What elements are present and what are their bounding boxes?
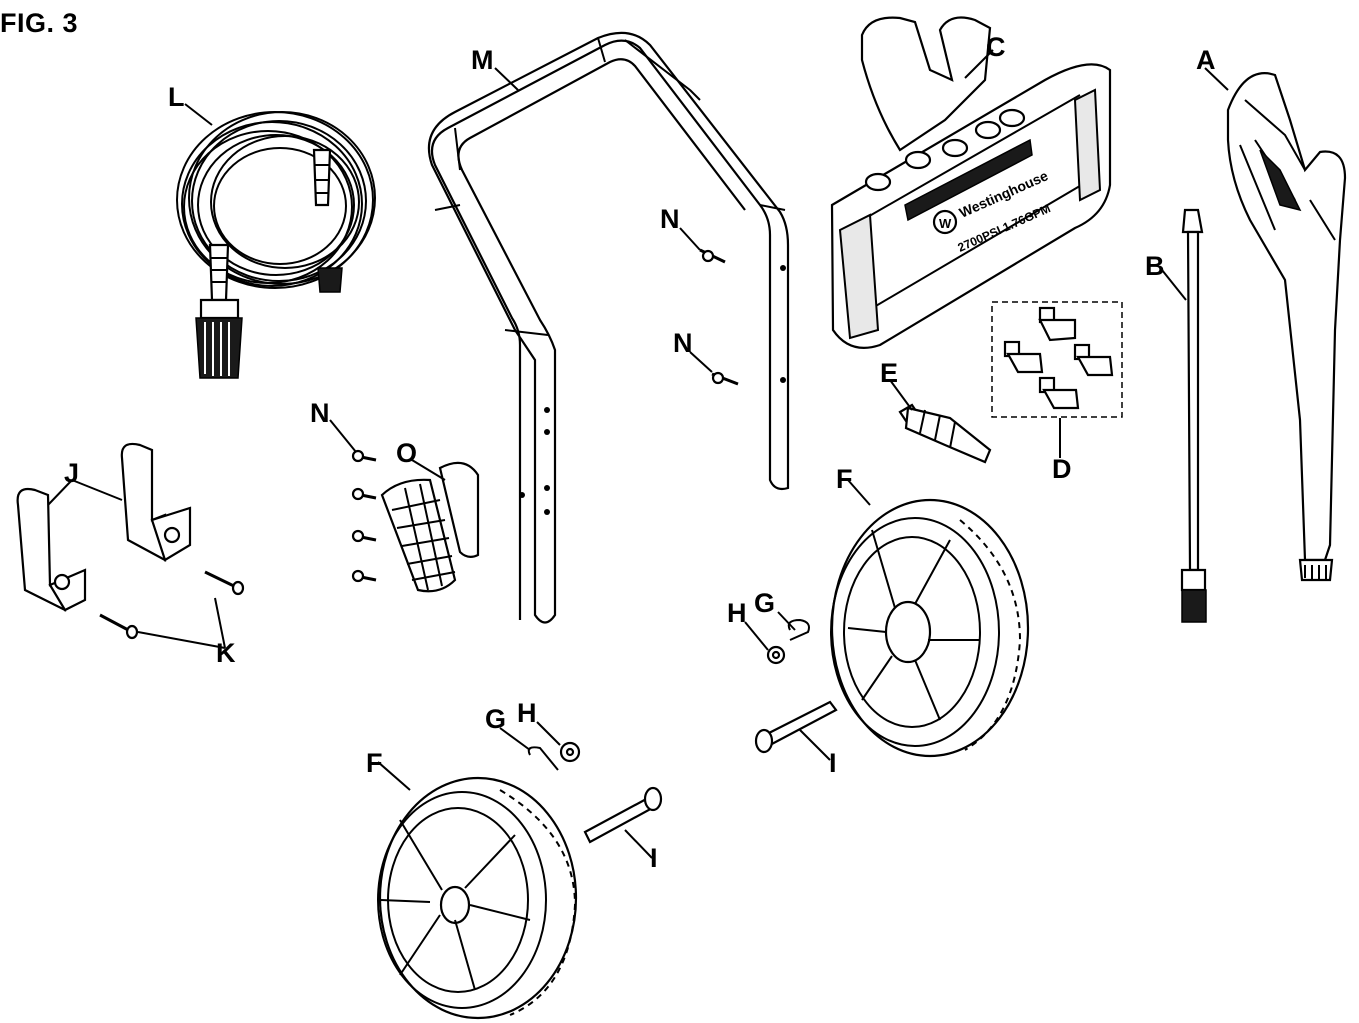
callout-j: J	[64, 458, 79, 488]
bolt-icon	[99, 570, 245, 640]
figure-title: FIG. 3	[0, 8, 79, 38]
callout-g-left: G	[485, 704, 506, 734]
callout-m: M	[471, 45, 494, 75]
washer-icon	[559, 645, 786, 763]
lance-icon	[1180, 208, 1207, 623]
callout-b: B	[1145, 251, 1165, 281]
handle-frame-icon	[427, 31, 790, 624]
callout-n-left: N	[310, 398, 330, 428]
callout-h-left: H	[517, 698, 537, 728]
turbo-nozzle-icon	[898, 403, 992, 464]
detergent-holder-icon	[380, 461, 480, 593]
spray-gun-icon	[1226, 72, 1347, 582]
nozzle-tips-icon	[991, 301, 1123, 418]
callout-g-right: G	[754, 588, 775, 618]
callout-labels: A B C D E F F G G H H I I J K L M N N N …	[64, 32, 1216, 873]
callout-o: O	[396, 438, 417, 468]
logo-letter: W	[939, 216, 952, 231]
hose-coil-icon	[176, 111, 376, 379]
callout-e: E	[880, 358, 898, 388]
callout-n-middle: N	[673, 328, 693, 358]
axle-icon	[583, 700, 838, 844]
callout-l: L	[168, 82, 185, 112]
nozzle-holder-panel-icon: W Westinghouse 2700PSI 1.76GPM	[830, 16, 1112, 349]
callout-i-left: I	[650, 843, 658, 873]
callout-n-top: N	[660, 204, 680, 234]
wheel-icon	[377, 498, 1030, 1020]
callout-a: A	[1196, 45, 1216, 75]
rivet-icon	[351, 248, 739, 583]
callout-f-left: F	[366, 748, 383, 778]
callout-k: K	[216, 638, 236, 668]
callout-c: C	[986, 32, 1006, 62]
callout-i-right: I	[829, 748, 837, 778]
callout-d: D	[1052, 454, 1072, 484]
leader-lines	[47, 49, 1229, 859]
callout-h-right: H	[727, 598, 747, 628]
callout-f-right: F	[836, 464, 853, 494]
hook-bracket-icon	[16, 442, 192, 612]
